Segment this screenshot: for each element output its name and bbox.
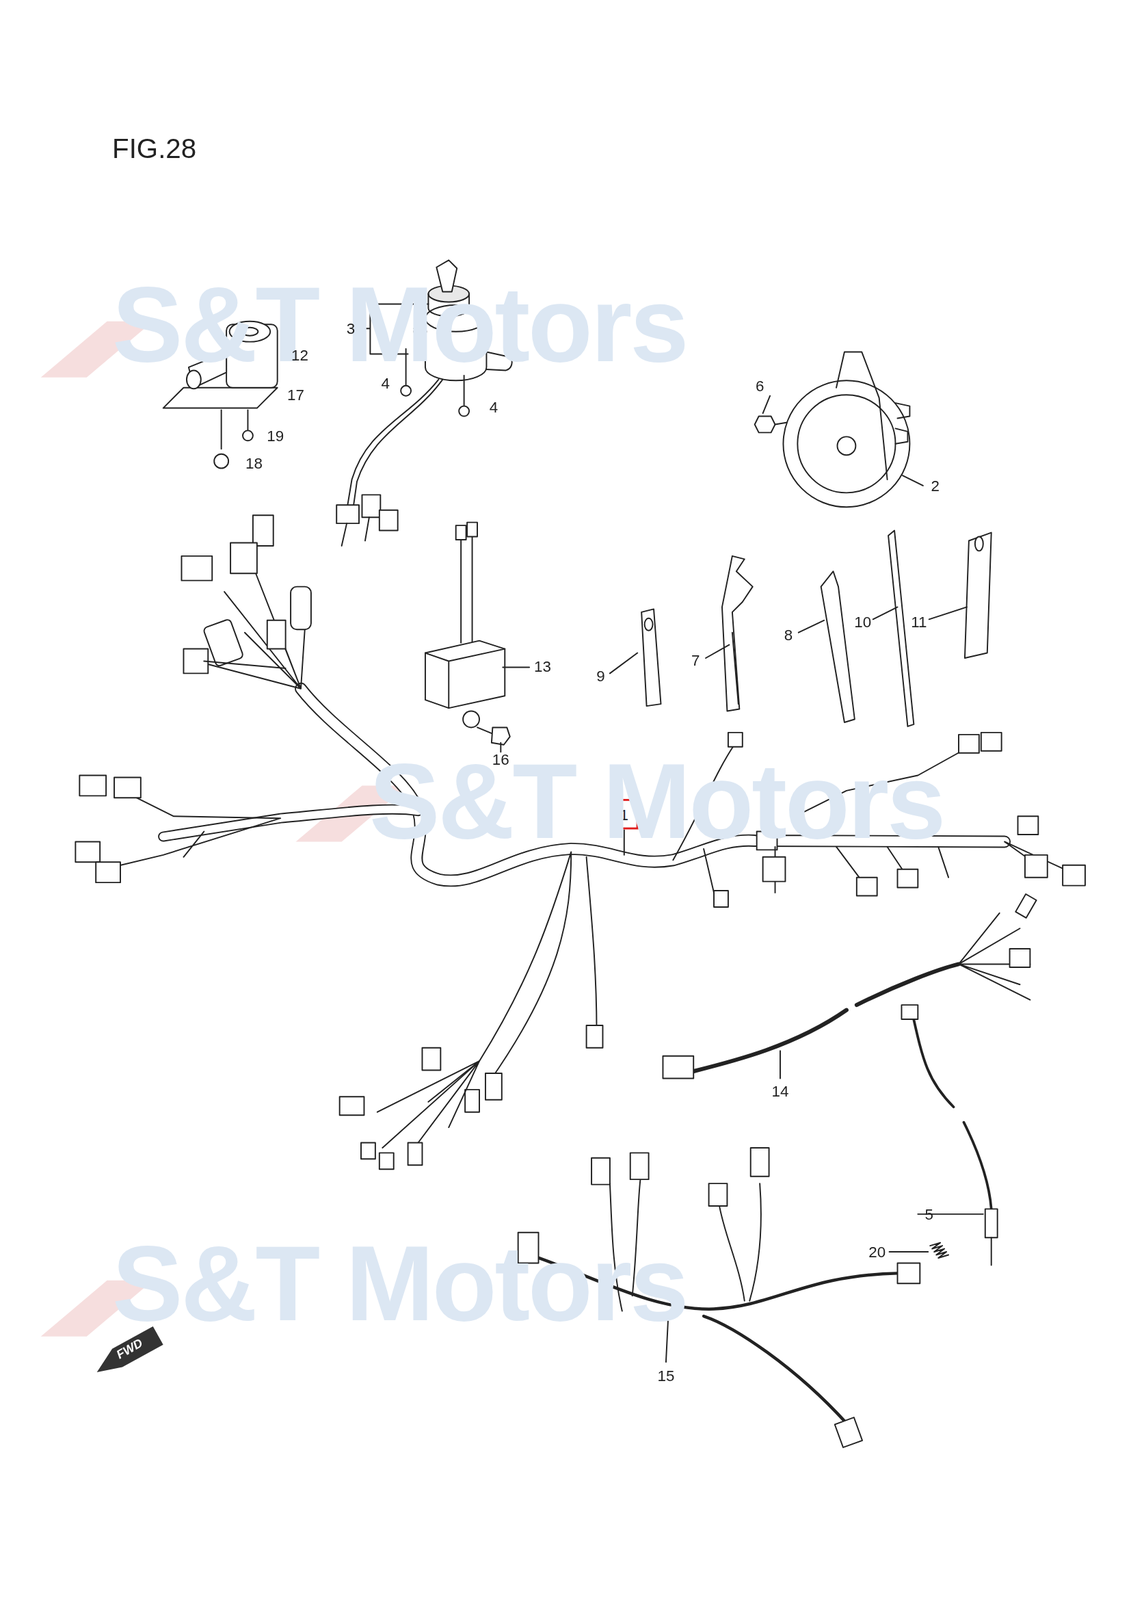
callout-number: 11	[908, 612, 929, 630]
watermark: S&T Motors	[369, 747, 944, 854]
callout-number: 6	[753, 376, 766, 394]
callout-number: 17	[285, 386, 307, 404]
callout-number: 12	[289, 346, 311, 364]
callout-number: 5	[923, 1204, 936, 1222]
figure-title: FIG.28	[112, 135, 197, 163]
watermark: S&T Motors	[112, 1230, 687, 1337]
callout-number: 16	[490, 750, 512, 768]
callout-number: 9	[594, 666, 607, 684]
callout-number: 4	[487, 397, 500, 416]
callout-number: 10	[852, 612, 874, 630]
callout-number: 13	[531, 657, 554, 675]
watermark: S&T Motors	[112, 271, 687, 378]
callout-number: 15	[655, 1366, 677, 1384]
callout-number: 20	[866, 1242, 888, 1260]
callout-number: 4	[379, 374, 392, 392]
callout-number: 14	[769, 1081, 792, 1099]
callout-number: 8	[782, 625, 795, 643]
callout-number: 19	[264, 426, 286, 444]
callout-number: 3	[344, 320, 357, 338]
callout-number: 7	[689, 650, 702, 669]
callout-number: 18	[243, 454, 265, 472]
callout-number: 2	[928, 476, 941, 494]
